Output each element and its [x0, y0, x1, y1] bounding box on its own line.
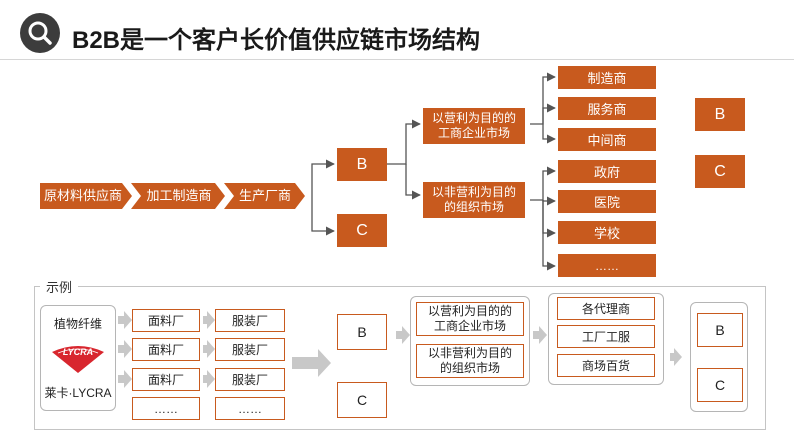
chain-raw-material-label: 原材料供应商	[43, 188, 122, 203]
lycra-logo: LYCRA	[48, 340, 108, 374]
example-c-box: C	[337, 382, 387, 418]
fabric-mill-2: 面料厂	[132, 338, 200, 361]
channel-factory-uniform: 工厂工服	[557, 325, 655, 348]
fabric-mill-more: ……	[132, 397, 200, 420]
chain-producer-label: 生产厂商	[238, 188, 291, 203]
top-profit-market-box: 以营利为目的的工商企业市场	[423, 108, 525, 144]
channel-department-store: 商场百货	[557, 354, 655, 377]
header-icon	[20, 13, 60, 53]
example-b-box: B	[337, 314, 387, 350]
top-c-box: C	[337, 214, 387, 247]
garment-factory-more: ……	[215, 397, 285, 420]
top-b-box: B	[337, 148, 387, 181]
lycra-caption: 莱卡·LYCRA	[44, 386, 112, 400]
end-b-box: B	[697, 313, 743, 347]
side-c-box: C	[695, 155, 745, 188]
item-more: ……	[558, 254, 656, 277]
fiber-label: 植物纤维	[53, 317, 102, 331]
example-frame	[34, 286, 766, 430]
page-title: B2B是一个客户长价值供应链市场结构	[72, 27, 481, 54]
fabric-mill-1: 面料厂	[132, 309, 200, 332]
item-manufacturer: 制造商	[558, 66, 656, 89]
garment-factory-1: 服装厂	[215, 309, 285, 332]
item-hospital: 医院	[558, 190, 656, 213]
example-label: 示例	[40, 277, 79, 296]
item-service-provider: 服务商	[558, 97, 656, 120]
side-b-box: B	[695, 98, 745, 131]
item-middleman: 中间商	[558, 128, 656, 151]
lycra-logo-text: LYCRA	[62, 347, 94, 357]
garment-factory-2: 服装厂	[215, 338, 285, 361]
magnifier-icon	[28, 21, 52, 45]
channel-agents: 各代理商	[557, 297, 655, 320]
header-divider	[0, 59, 794, 60]
example-profit-market-box: 以营利为目的的工商企业市场	[416, 302, 524, 336]
chain-processing-label: 加工制造商	[146, 188, 212, 203]
fabric-mill-3: 面料厂	[132, 368, 200, 391]
end-c-box: C	[697, 368, 743, 402]
item-government: 政府	[558, 160, 656, 183]
item-school: 学校	[558, 221, 656, 244]
top-nonprofit-market-box: 以非营利为目的的组织市场	[423, 182, 525, 218]
garment-factory-3: 服装厂	[215, 368, 285, 391]
example-nonprofit-market-box: 以非营利为目的的组织市场	[416, 344, 524, 378]
